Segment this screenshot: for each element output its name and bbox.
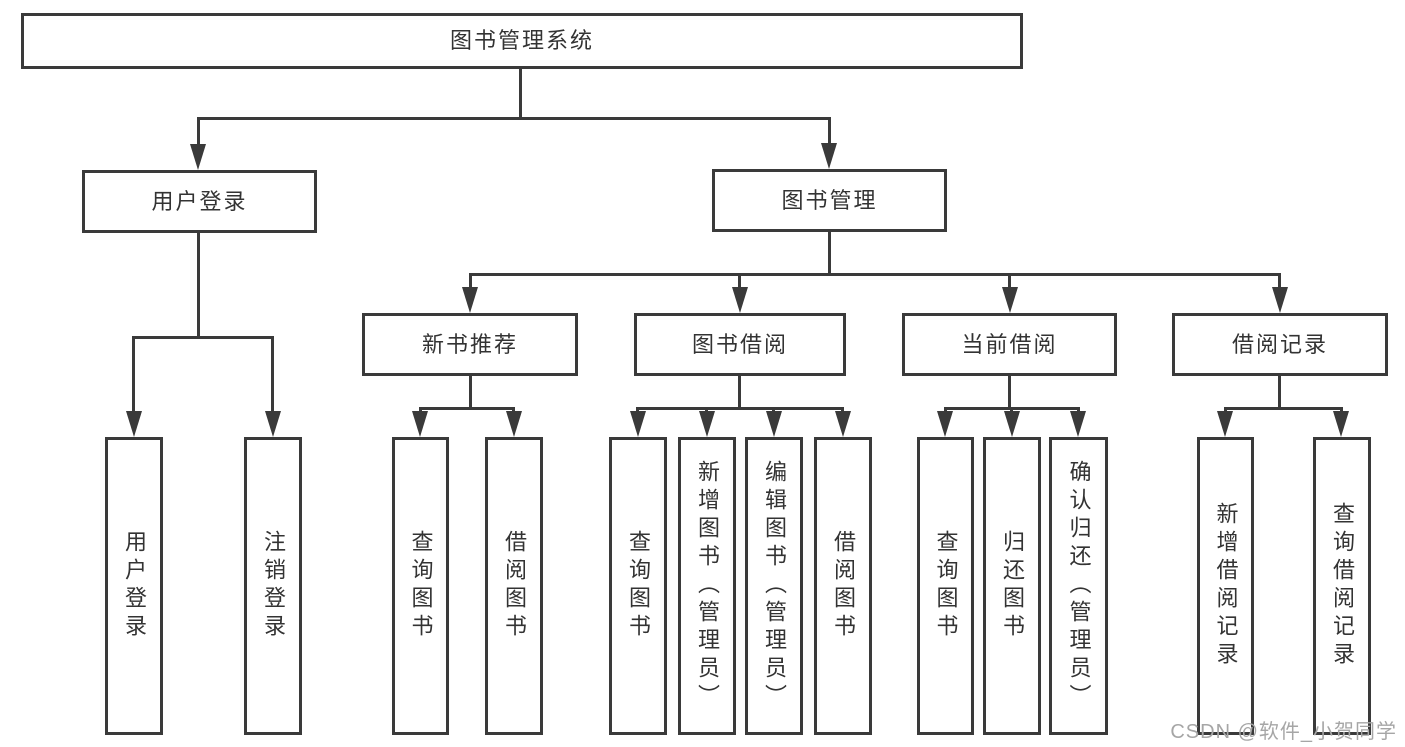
node-library-system-label: 图书管理系统 [449,28,594,53]
leaf-borrow-edit-book-admin: 编辑图书（管理员） [745,437,803,735]
connector-leaf-logout-stem [271,336,274,413]
node-user-login: 用户登录 [82,170,317,233]
connector-borrow-leaf1-stem [636,407,639,414]
leaf-current-return-book: 归还图书 [983,437,1041,735]
connector-user-split-rail [132,336,274,339]
connector-current-leaf3-stem [1077,407,1080,414]
connector-recommend-drop [469,376,472,410]
arrow-into-recommend-query [412,411,428,437]
arrow-into-record-add [1217,411,1233,437]
connector-level2-rail [197,117,831,120]
connector-borrow-leaf4-stem [841,407,844,414]
node-current-borrow: 当前借阅 [902,313,1117,376]
leaf-current-query-book-label: 查询图书 [933,530,959,642]
arrow-into-current [1002,287,1018,313]
node-borrow-record: 借阅记录 [1172,313,1388,376]
node-book-management-label: 图书管理 [781,187,878,213]
arrow-into-record-query [1333,411,1349,437]
connector-borrow-split-rail [636,407,844,410]
leaf-borrow-add-book-admin: 新增图书（管理员） [678,437,736,735]
connector-root-drop [519,69,522,117]
leaf-recommend-borrow-book: 借阅图书 [485,437,543,735]
arrow-into-borrow-edit [766,411,782,437]
arrow-into-current-query [937,411,953,437]
arrow-into-borrow [732,287,748,313]
node-current-borrow-label: 当前借阅 [961,331,1058,357]
leaf-borrow-borrow-book: 借阅图书 [814,437,872,735]
connector-current-leaf2-stem [1010,407,1013,414]
arrow-into-borrow-add [699,411,715,437]
leaf-user-login: 用户登录 [105,437,163,735]
leaf-current-return-book-label: 归还图书 [1000,530,1025,642]
leaf-borrow-borrow-book-label: 借阅图书 [831,530,856,642]
leaf-borrow-add-book-admin-label: 新增图书（管理员） [695,460,720,712]
connector-record-leaf2-stem [1340,407,1343,414]
leaf-current-query-book: 查询图书 [917,437,974,735]
connector-record-split-rail [1224,407,1343,410]
connector-leaf-user-login-stem [132,336,135,413]
arrow-into-book-management [821,143,837,169]
leaf-recommend-query-book: 查询图书 [392,437,449,735]
arrow-into-record [1272,287,1288,313]
node-borrow-record-label: 借阅记录 [1231,331,1328,357]
leaf-record-add-borrow-record-label: 新增借阅记录 [1213,502,1239,670]
connector-record-stem [1278,273,1281,289]
leaf-logout-login-label: 注销登录 [261,530,286,642]
connector-borrow-stem [738,273,741,289]
arrow-into-leaf-user-login [126,411,142,437]
node-new-book-recommend: 新书推荐 [362,313,578,376]
arrow-into-borrow-query [630,411,646,437]
leaf-current-confirm-return-admin: 确认归还（管理员） [1049,437,1108,735]
arrow-into-current-return [1004,411,1020,437]
leaf-borrow-query-book-label: 查询图书 [626,530,651,642]
connector-borrow-leaf2-stem [705,407,708,414]
arrow-into-recommend-borrow [506,411,522,437]
node-book-management: 图书管理 [712,169,947,232]
connector-user-login-drop [197,233,200,339]
connector-book-management-drop [828,232,831,276]
arrow-into-current-confirm [1070,411,1086,437]
arrow-into-recommend [462,287,478,313]
csdn-watermark: CSDN @软件_小贺同学 [1170,721,1397,743]
leaf-borrow-edit-book-admin-label: 编辑图书（管理员） [762,460,787,712]
node-book-borrow: 图书借阅 [634,313,846,376]
leaf-record-query-borrow-record: 查询借阅记录 [1313,437,1371,735]
arrow-into-leaf-logout [265,411,281,437]
leaf-borrow-query-book: 查询图书 [609,437,667,735]
leaf-recommend-query-book-label: 查询图书 [408,530,434,642]
connector-recommend-leaf2-stem [512,407,515,414]
arrow-into-user-login [190,144,206,170]
connector-recommend-leaf1-stem [419,407,422,414]
leaf-record-add-borrow-record: 新增借阅记录 [1197,437,1254,735]
connector-current-drop [1008,376,1011,410]
leaf-current-confirm-return-admin-label: 确认归还（管理员） [1066,460,1092,712]
node-user-login-label: 用户登录 [151,188,248,214]
connector-borrow-leaf3-stem [772,407,775,414]
connector-level3-rail [469,273,1281,276]
node-library-system: 图书管理系统 [21,13,1023,69]
leaf-logout-login: 注销登录 [244,437,302,735]
connector-recommend-stem [469,273,472,289]
connector-user-login-stem [197,117,200,147]
arrow-into-borrow-borrow [835,411,851,437]
leaf-record-query-borrow-record-label: 查询借阅记录 [1330,502,1355,670]
connector-current-stem [1008,273,1011,289]
connector-borrow-drop [738,376,741,410]
connector-book-management-stem [828,117,831,146]
leaf-recommend-borrow-book-label: 借阅图书 [502,530,527,642]
leaf-user-login-label: 用户登录 [122,530,147,642]
node-book-borrow-label: 图书借阅 [691,331,788,357]
connector-current-leaf1-stem [944,407,947,414]
connector-record-leaf1-stem [1224,407,1227,414]
connector-recommend-split-rail [419,407,515,410]
node-new-book-recommend-label: 新书推荐 [421,331,518,357]
connector-record-drop [1278,376,1281,410]
